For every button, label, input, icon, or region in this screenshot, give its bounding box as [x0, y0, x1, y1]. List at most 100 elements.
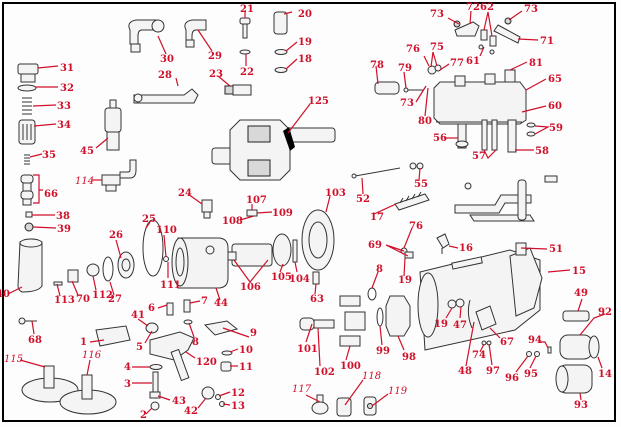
label-30: 30: [160, 54, 174, 65]
label-75: 75: [430, 42, 444, 53]
label-102: 102: [314, 367, 335, 378]
label-77: 77: [450, 58, 464, 69]
part-92-valve: [559, 334, 600, 360]
label-114: 114: [75, 176, 94, 187]
label-24: 24: [178, 188, 192, 199]
part-94-95-96-small: [526, 346, 552, 357]
label-31: 31: [60, 63, 74, 74]
label-20: 20: [298, 9, 312, 20]
label-8-lower: 8: [192, 337, 199, 348]
label-57: 57: [472, 151, 486, 162]
part-118-plate: [336, 397, 352, 417]
part-106-rotor: [227, 243, 273, 267]
label-60: 60: [548, 101, 562, 112]
label-19-top: 19: [298, 37, 312, 48]
label-100: 100: [340, 361, 361, 372]
part-33-spring: [22, 97, 32, 115]
part-42-bearing: [201, 386, 215, 400]
part-19-47-plugs: [447, 298, 465, 309]
label-109: 109: [272, 208, 293, 219]
callout-labels: 31 32 33 34 35 66 38 39 40 68 30 29 28 2…: [0, 2, 612, 421]
part-79-screw: [403, 87, 424, 93]
label-7: 7: [201, 296, 208, 307]
label-74: 74: [472, 350, 486, 361]
label-44: 44: [214, 298, 228, 309]
part-58-plunger: [507, 119, 517, 153]
part-93-cap: [555, 364, 593, 394]
label-16: 16: [459, 243, 473, 254]
label-34: 34: [57, 120, 71, 131]
label-105: 105: [271, 272, 292, 283]
part-44-hydraulic-head: [171, 237, 229, 289]
part-103-cam-ring: [301, 209, 335, 271]
part-100-vanes: [339, 295, 366, 347]
part-114-banjo: [101, 159, 137, 192]
part-68-screw: [18, 317, 37, 325]
label-51: 51: [549, 244, 563, 255]
part-10-washer: [221, 350, 233, 356]
label-10: 10: [239, 345, 253, 356]
label-99: 99: [376, 346, 390, 357]
label-40: 40: [0, 289, 10, 300]
label-47: 47: [453, 320, 467, 331]
label-22: 22: [240, 67, 254, 78]
label-79: 79: [398, 63, 412, 74]
part-112-bush: [86, 263, 100, 277]
part-7-screw: [183, 299, 191, 313]
label-116: 116: [82, 350, 102, 361]
part-17-spring: [394, 191, 430, 211]
label-45: 45: [80, 146, 94, 157]
label-104: 104: [289, 274, 310, 285]
part-15-pump-body: [417, 247, 543, 351]
part-9-gasket: [203, 320, 239, 336]
part-117-screw: [311, 394, 329, 415]
label-25: 25: [142, 214, 156, 225]
label-21: 21: [240, 4, 254, 15]
part-62-screws: [480, 29, 497, 47]
part-125-rotor: [211, 119, 336, 181]
label-115: 115: [4, 354, 23, 365]
label-26: 26: [109, 230, 123, 241]
label-5: 5: [136, 342, 143, 353]
part-116-governor-weight: [59, 374, 117, 415]
part-26-seal: [117, 251, 135, 279]
label-28: 28: [158, 70, 172, 81]
part-101-shaft: [299, 317, 335, 331]
label-48: 48: [458, 366, 472, 377]
part-28-lever: [133, 88, 199, 104]
part-56-plunger: [455, 123, 469, 149]
label-69: 69: [368, 240, 382, 251]
part-32-washer: [17, 84, 37, 92]
part-61-nut: [478, 44, 495, 55]
part-78-sleeve: [374, 81, 400, 95]
label-120: 120: [196, 357, 217, 368]
part-40-housing: [17, 238, 43, 293]
label-29: 29: [208, 51, 222, 62]
label-125: 125: [308, 96, 329, 107]
label-56: 56: [433, 133, 447, 144]
part-45-injector: [104, 99, 122, 151]
label-63: 63: [310, 294, 324, 305]
label-19-mid: 19: [398, 275, 412, 286]
part-27-ring: [102, 256, 114, 282]
part-34-filter: [18, 119, 36, 145]
label-12: 12: [231, 388, 245, 399]
label-42: 42: [184, 406, 198, 417]
part-22-washer: [239, 49, 251, 55]
label-73-left: 73: [430, 9, 444, 20]
label-76-top: 76: [406, 44, 420, 55]
label-113: 113: [54, 295, 75, 306]
label-18: 18: [298, 54, 312, 65]
part-governor-linkage: [454, 175, 558, 222]
label-106: 106: [240, 282, 261, 293]
part-16-bracket: [436, 233, 450, 254]
part-105-cam: [272, 233, 292, 267]
label-13: 13: [231, 401, 245, 412]
label-19-lower: 19: [434, 319, 448, 330]
label-4: 4: [124, 362, 131, 373]
label-52: 52: [356, 194, 370, 205]
label-81: 81: [529, 58, 543, 69]
part-1-gasket: [95, 325, 131, 347]
part-119-plate: [363, 396, 377, 416]
part-35-spring: [24, 154, 30, 165]
